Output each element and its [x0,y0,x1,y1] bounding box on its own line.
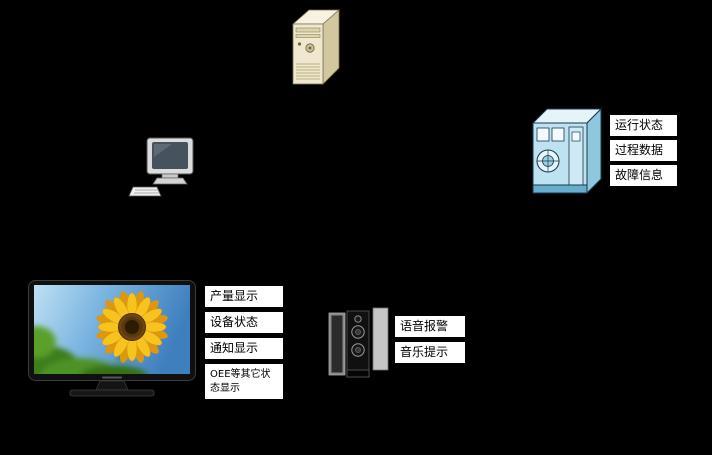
speaker-label-music-prompt: 音乐提示 [394,341,466,364]
tv-label-output-display: 产量显示 [204,285,284,308]
server-tower-icon [287,6,345,86]
tv-label-oee-status: OEE等其它状态显示 [204,363,284,400]
tv-label-equipment-status: 设备状态 [204,311,284,334]
industrial-machine-icon [529,99,607,199]
machine-label-process-data: 过程数据 [609,139,678,162]
desktop-computer-icon [127,137,197,199]
tv-label-notice-display: 通知显示 [204,337,284,360]
speaker-towers-icon [327,306,391,380]
tv-display-icon [28,280,198,397]
machine-label-fault-info: 故障信息 [609,164,678,187]
machine-label-run-status: 运行状态 [609,114,678,137]
speaker-label-voice-alarm: 语音报警 [394,315,466,338]
